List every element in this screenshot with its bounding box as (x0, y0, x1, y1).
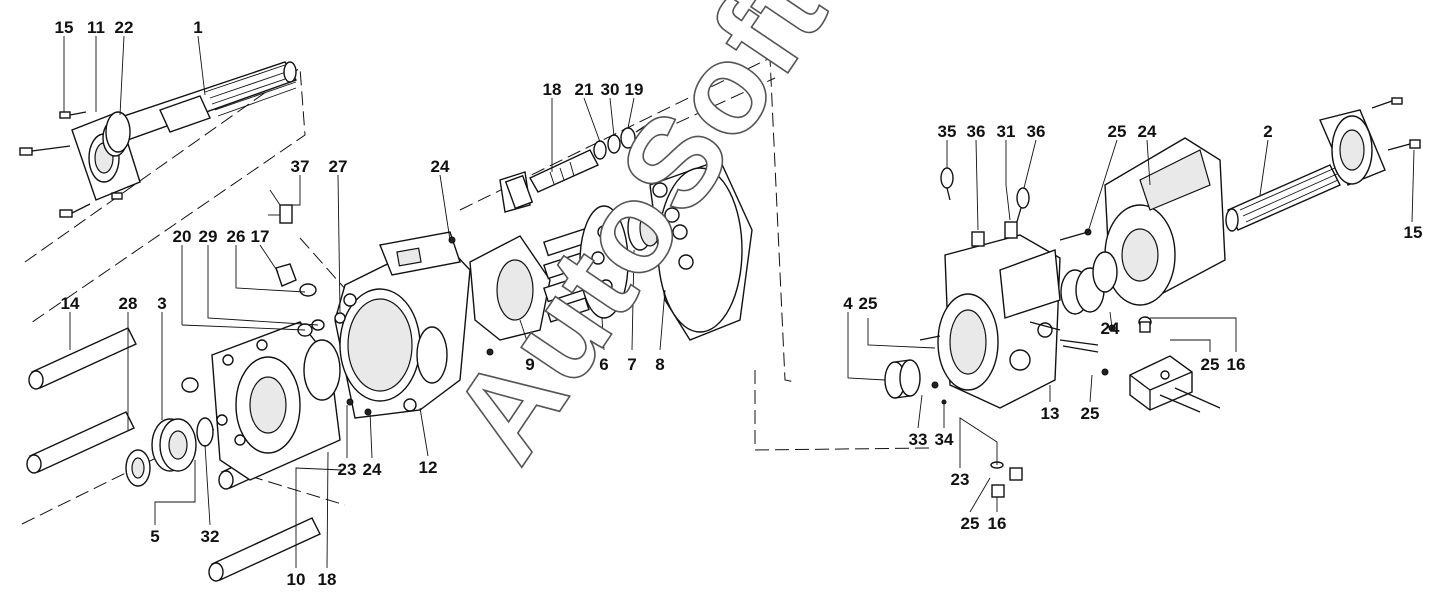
valve-assembly-18 (504, 125, 646, 210)
eye-bolts-35-36 (940, 167, 1030, 247)
callout-27: 27 (329, 157, 348, 176)
callout-31: 31 (997, 122, 1016, 141)
callout-8: 8 (655, 355, 664, 374)
callout-25-bottom: 25 (961, 514, 980, 533)
callout-16: 16 (1227, 355, 1246, 374)
callout-2: 2 (1263, 122, 1272, 141)
end-block-13 (937, 234, 1061, 409)
callout-23-right: 23 (951, 470, 970, 489)
callout-19: 19 (625, 80, 644, 99)
callout-34: 34 (935, 430, 954, 449)
callout-24-right: 24 (1138, 122, 1157, 141)
shaft-1 (111, 61, 298, 143)
callout-24-lower: 24 (363, 460, 382, 479)
cylinder-block (649, 159, 753, 341)
callout-36: 36 (967, 122, 986, 141)
callout-5: 5 (150, 527, 159, 546)
callout-labels: 15 11 22 1 37 27 24 20 29 26 17 18 21 30… (55, 18, 1423, 589)
right-housing (1104, 137, 1226, 306)
callout-3: 3 (157, 294, 166, 313)
callout-29: 29 (199, 227, 218, 246)
pump-housing-12 (334, 231, 471, 419)
callout-20: 20 (173, 227, 192, 246)
callout-25-manifold: 25 (1201, 355, 1220, 374)
callout-22: 22 (115, 18, 134, 37)
callout-16-bottom: 16 (988, 514, 1007, 533)
callout-25-block: 25 (1081, 404, 1100, 423)
callout-30: 30 (601, 80, 620, 99)
callout-33: 33 (909, 430, 928, 449)
leader-lines (63, 35, 1415, 569)
callout-1: 1 (193, 18, 202, 37)
callout-24: 24 (431, 157, 450, 176)
callout-32: 32 (201, 527, 220, 546)
callout-4: 4 (843, 294, 853, 313)
callout-9: 9 (525, 355, 534, 374)
callout-24-mid: 24 (1101, 319, 1120, 338)
callout-15: 15 (55, 18, 74, 37)
callout-11: 11 (87, 18, 105, 37)
callout-36-second: 36 (1027, 122, 1046, 141)
callout-37: 37 (291, 157, 310, 176)
flange-right (1319, 97, 1421, 186)
watermark: AutoSoft (424, 0, 855, 486)
callout-21: 21 (575, 80, 594, 99)
callout-7: 7 (627, 355, 636, 374)
callout-10: 10 (287, 570, 306, 589)
callout-25-left: 25 (859, 294, 878, 313)
seal-22 (105, 111, 131, 153)
callout-25: 25 (1108, 122, 1127, 141)
manifold-block (1129, 316, 1221, 413)
callout-18-lower: 18 (318, 570, 337, 589)
callout-23: 23 (338, 460, 357, 479)
callout-17: 17 (251, 227, 270, 246)
callout-6: 6 (599, 355, 608, 374)
bearings-right (1060, 251, 1118, 315)
bearing-4 (884, 359, 921, 399)
callout-14: 14 (61, 294, 80, 313)
shaft-2 (1225, 164, 1341, 232)
front-cover (181, 321, 341, 481)
callout-13: 13 (1041, 404, 1060, 423)
callout-12: 12 (419, 458, 438, 477)
watermark-text: AutoSoft (425, 0, 855, 486)
retainer-plate-7 (579, 205, 629, 319)
callout-35: 35 (938, 122, 957, 141)
bolts-15 (19, 111, 123, 218)
callout-18: 18 (543, 80, 562, 99)
pistons-6 (543, 227, 592, 323)
callout-26: 26 (227, 227, 246, 246)
bearing-3 (125, 417, 214, 487)
callout-15-right: 15 (1404, 223, 1423, 242)
callout-28: 28 (119, 294, 138, 313)
